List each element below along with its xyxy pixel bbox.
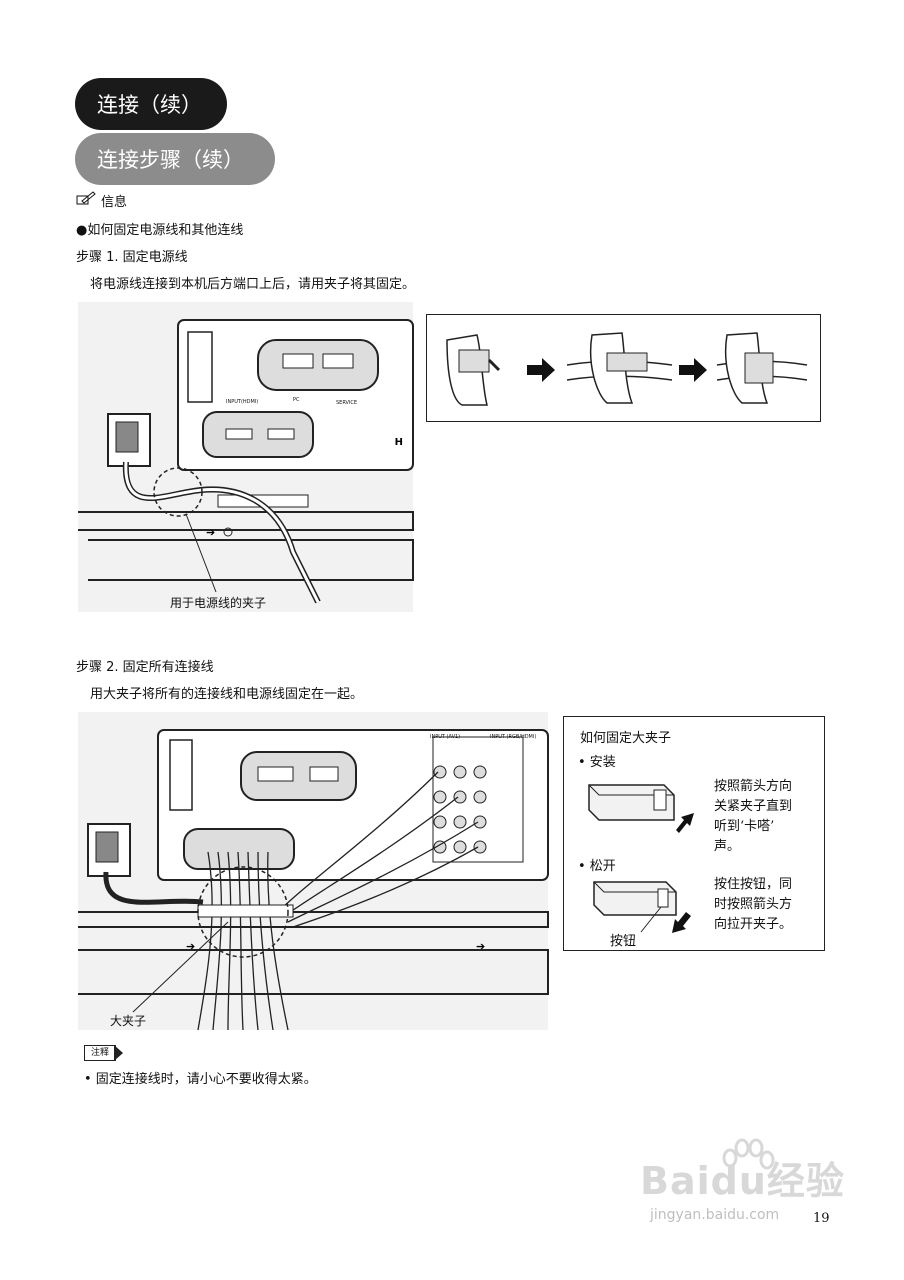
panel-label-pc: PC — [293, 397, 300, 403]
pencil-note-icon — [76, 191, 96, 205]
clamp-install-label: • 安装 — [578, 755, 616, 770]
page-number: 19 — [813, 1211, 830, 1226]
install-line-3: 听到‘卡嗒’ — [714, 819, 775, 834]
clamp-release-text: 按住按钮，同 时按照箭头方 向拉开夹子。 — [714, 875, 792, 935]
svg-text:➔: ➔ — [186, 940, 195, 953]
panel-label-service: SERVICE — [336, 400, 358, 406]
paw-icon — [722, 1138, 775, 1170]
install-line-1: 按照箭头方向 — [714, 779, 793, 794]
step1-illustration: H ➔ 用于电源线的夹子 INPUT(HDMI) PC SERVICE — [78, 302, 414, 612]
clamp-release-label: • 松开 — [578, 859, 616, 874]
watermark-url: jingyan.baidu.com — [650, 1207, 780, 1223]
watermark-logo: Baidu经验 — [640, 1159, 845, 1203]
release-line-2: 时按照箭头方 — [714, 897, 793, 912]
note-tag: 注释 — [84, 1045, 116, 1061]
clamp-release-illustration — [593, 881, 691, 933]
info-label: 信息 — [101, 195, 128, 210]
svg-text:➔: ➔ — [206, 526, 215, 539]
port-label-rgb: INPUT (RGB/HDMI) — [490, 734, 537, 740]
clamp-install-text: 按照箭头方向 关紧夹子直到 听到‘卡嗒’ 声。 — [714, 777, 792, 857]
svg-text:➔: ➔ — [476, 940, 485, 953]
step1-description: 将电源线连接到本机后方端口上后，请用夹子将其固定。 — [90, 277, 416, 292]
info-bullet-title: ●如何固定电源线和其他连线 — [76, 223, 244, 238]
install-line-2: 关紧夹子直到 — [714, 799, 793, 814]
note-text: • 固定连接线时，请小心不要收得太紧。 — [84, 1072, 317, 1087]
step2-callout: 大夹子 — [110, 1014, 147, 1028]
clamp-instructions-box: 如何固定大夹子 • 安装 按照箭头方向 关紧夹子直到 听到‘卡嗒’ 声。 • 松… — [563, 716, 825, 951]
note-arrow-icon — [114, 1045, 123, 1061]
clamp-button-label: 按钮 — [610, 934, 637, 949]
subsection-title: 连接步骤（续） — [75, 133, 275, 185]
release-line-3: 向拉开夹子。 — [714, 917, 793, 932]
clamp-install-illustration — [588, 784, 694, 833]
install-line-4: 声。 — [714, 839, 741, 854]
baidu-watermark: Baidu经验 jingyan.baidu.com — [640, 1150, 845, 1223]
step2-description: 用大夹子将所有的连接线和电源线固定在一起。 — [90, 687, 364, 702]
svg-text:H: H — [395, 437, 403, 448]
clip-sequence-box — [426, 314, 821, 422]
release-line-1: 按住按钮，同 — [714, 877, 793, 892]
step2-title: 步骤 2. 固定所有连接线 — [76, 660, 214, 675]
step1-title: 步骤 1. 固定电源线 — [76, 250, 188, 265]
port-label-av1: INPUT (AV1) — [430, 734, 461, 740]
step2-illustration: ➔ ➔ 大夹子 INPUT (AV1) INPUT (RGB/HDMI) — [78, 712, 549, 1031]
step1-callout: 用于电源线的夹子 — [170, 596, 267, 610]
clamp-box-title: 如何固定大夹子 — [580, 731, 672, 746]
panel-label-hdmi: INPUT(HDMI) — [226, 399, 259, 405]
section-title: 连接（续） — [75, 78, 227, 130]
